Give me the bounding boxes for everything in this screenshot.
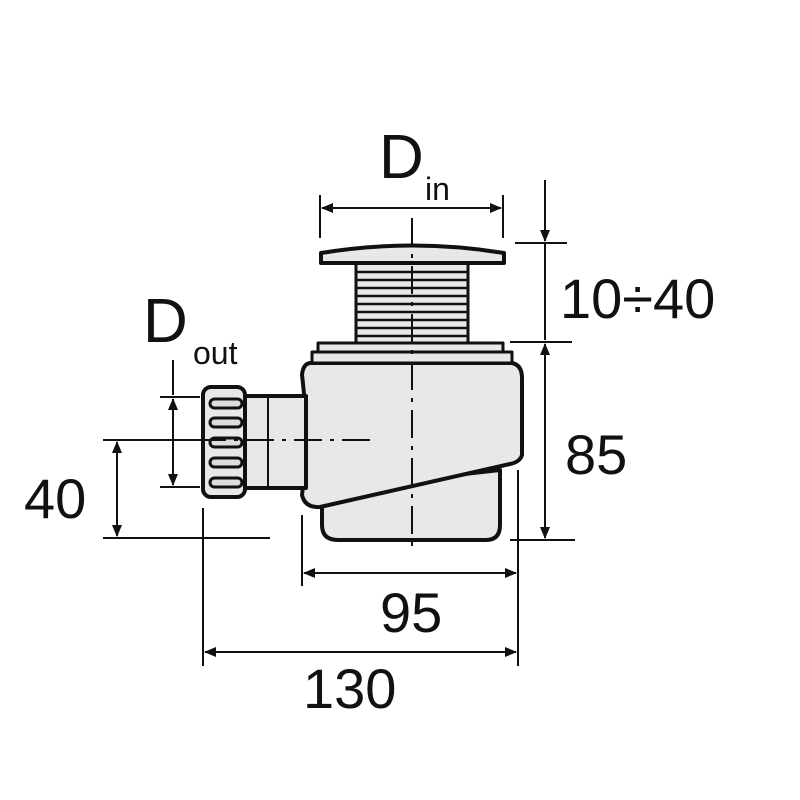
d-out-subscript: out bbox=[193, 335, 238, 371]
height-adjust-label: 10÷40 bbox=[560, 267, 715, 330]
d-out-label: D bbox=[143, 287, 188, 356]
centerlines bbox=[198, 218, 413, 548]
drain-body bbox=[201, 243, 524, 542]
body-width-label: 95 bbox=[380, 581, 442, 644]
outlet-pipe bbox=[242, 394, 308, 490]
dimension-lines bbox=[103, 180, 575, 666]
outlet-height-label: 40 bbox=[24, 467, 86, 530]
body-height-label: 85 bbox=[565, 423, 627, 486]
total-width-label: 130 bbox=[303, 657, 396, 720]
d-in-label: D bbox=[379, 123, 424, 192]
d-in-subscript: in bbox=[425, 171, 450, 207]
nut-grooves bbox=[208, 397, 244, 489]
